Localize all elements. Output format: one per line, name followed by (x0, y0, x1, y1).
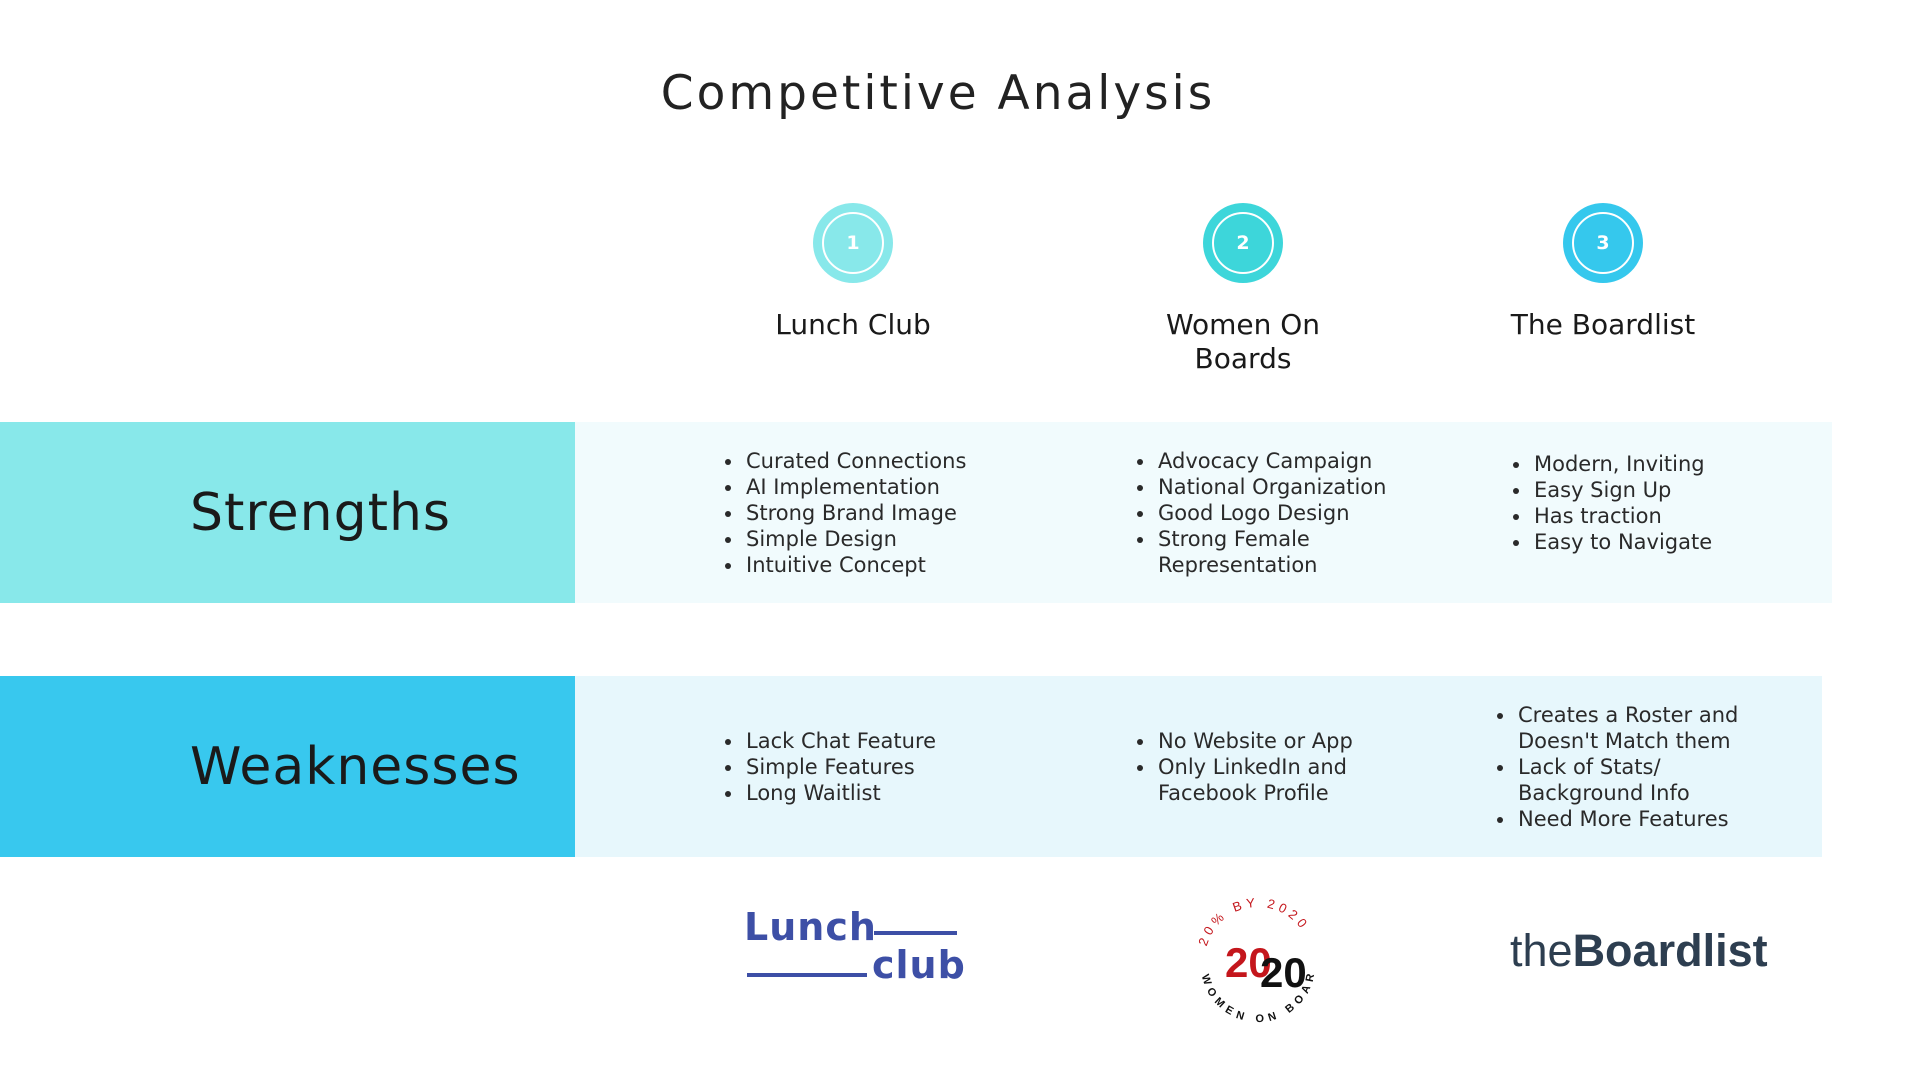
competitor-3-name: The Boardlist (1510, 308, 1696, 341)
list-item: Strong Female Representation (1156, 526, 1376, 578)
lunch-club-logo-line-bottom (747, 973, 867, 977)
wob-number-left: 20 (1225, 939, 1272, 986)
list-item: Has traction (1532, 503, 1712, 529)
list-item: Lack of Stats/ Background Info (1516, 754, 1756, 806)
list-item: Simple Features (744, 754, 936, 780)
list-item: AI Implementation (744, 474, 966, 500)
list-item: Long Waitlist (744, 780, 936, 806)
list-item: Easy to Navigate (1532, 529, 1712, 555)
strengths-cell-women-on-boards: Advocacy Campaign National Organization … (1132, 422, 1422, 603)
strengths-list-boardlist: Modern, Inviting Easy Sign Up Has tracti… (1508, 451, 1712, 555)
boardlist-logo-prefix: the (1510, 925, 1573, 976)
women-on-boards-logo: 20% BY 2020 WOMEN ON BOARDS 20 20 (1177, 876, 1333, 1035)
lunch-club-logo: Lunch club (744, 905, 965, 987)
weaknesses-cell-women-on-boards: No Website or App Only LinkedIn and Face… (1132, 676, 1422, 857)
list-item: Easy Sign Up (1532, 477, 1712, 503)
list-item: Need More Features (1516, 806, 1756, 832)
strengths-cell-boardlist: Modern, Inviting Easy Sign Up Has tracti… (1508, 422, 1788, 603)
weaknesses-cell-boardlist: Creates a Roster and Doesn't Match them … (1492, 676, 1772, 857)
list-item: Simple Design (744, 526, 966, 552)
list-item: Strong Brand Image (744, 500, 966, 526)
lunch-club-logo-word-lunch: Lunch (744, 905, 877, 949)
list-item: Only LinkedIn and Facebook Profile (1156, 754, 1386, 806)
strengths-cell-lunch-club: Curated Connections AI Implementation St… (720, 422, 1020, 603)
list-item: Intuitive Concept (744, 552, 966, 578)
page-title: Competitive Analysis (660, 66, 1216, 121)
strengths-label-box: Strengths (0, 422, 575, 603)
competitor-3-number-badge: 3 (1563, 203, 1643, 283)
competitor-1-number-badge: 1 (813, 203, 893, 283)
boardlist-logo: theBoardlist (1510, 925, 1768, 977)
strengths-list-women-on-boards: Advocacy Campaign National Organization … (1132, 448, 1386, 578)
weaknesses-list-women-on-boards: No Website or App Only LinkedIn and Face… (1132, 728, 1386, 806)
list-item: No Website or App (1156, 728, 1386, 754)
wob-number-right: 20 (1260, 949, 1307, 996)
competitor-1-number: 1 (846, 232, 860, 254)
lunch-club-logo-word-club: club (872, 943, 966, 987)
list-item: Lack Chat Feature (744, 728, 936, 754)
list-item: Good Logo Design (1156, 500, 1376, 526)
competitor-1-name: Lunch Club (775, 308, 931, 341)
competitor-2-name: Women On Boards (1165, 308, 1321, 375)
weaknesses-label: Weaknesses (190, 736, 521, 797)
competitor-3-number: 3 (1596, 232, 1610, 254)
list-item: Advocacy Campaign (1156, 448, 1376, 474)
weaknesses-list-lunch-club: Lack Chat Feature Simple Features Long W… (720, 728, 936, 806)
strengths-label: Strengths (190, 482, 452, 543)
list-item: Modern, Inviting (1532, 451, 1712, 477)
strengths-list-lunch-club: Curated Connections AI Implementation St… (720, 448, 966, 578)
list-item: Creates a Roster and Doesn't Match them (1516, 702, 1756, 754)
women-on-boards-seal-icon: 20% BY 2020 WOMEN ON BOARDS 20 20 (1177, 876, 1320, 1025)
weaknesses-cell-lunch-club: Lack Chat Feature Simple Features Long W… (720, 676, 1020, 857)
weaknesses-list-boardlist: Creates a Roster and Doesn't Match them … (1492, 702, 1756, 832)
boardlist-logo-main: Boardlist (1572, 925, 1768, 976)
weaknesses-label-box: Weaknesses (0, 676, 575, 857)
competitor-2-number-badge: 2 (1203, 203, 1283, 283)
lunch-club-logo-line-top (874, 931, 957, 935)
list-item: National Organization (1156, 474, 1386, 500)
list-item: Curated Connections (744, 448, 966, 474)
competitor-2-number: 2 (1236, 232, 1250, 254)
